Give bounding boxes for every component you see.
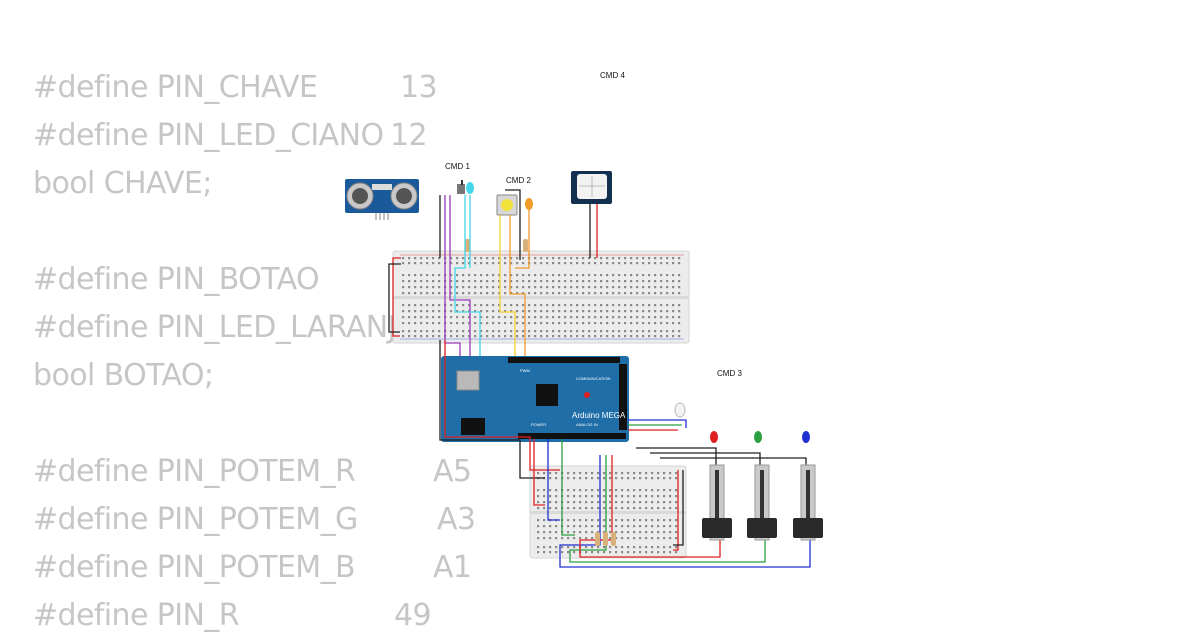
code-line: #define PIN_CHAVE 13 — [33, 68, 438, 108]
code-line: #define PIN_R 49 — [33, 596, 432, 636]
code-text: #define PIN_BOTAO — [33, 262, 320, 297]
code-text: #define PIN_R — [33, 598, 240, 633]
code-text: bool BOTAO; — [33, 358, 214, 393]
code-text: #define PIN_POTEM_G — [33, 502, 358, 537]
code-line: #define PIN_LED_LARANJA — [33, 308, 416, 348]
code-text: #define PIN_POTEM_B — [33, 550, 356, 585]
code-value: A5 — [433, 454, 472, 489]
pir-sensor — [571, 171, 612, 204]
code-value: A3 — [437, 502, 476, 537]
potentiometer-r — [702, 464, 732, 541]
led-green — [754, 431, 762, 443]
rgb-led — [674, 402, 686, 418]
code-text: #define PIN_POTEM_R — [33, 454, 356, 489]
led-cyan — [466, 182, 474, 194]
cmd2-label: CMD 2 — [506, 176, 531, 185]
resistor-orange — [523, 239, 528, 252]
ultrasonic-sensor — [345, 179, 419, 220]
code-line: bool CHAVE; — [33, 164, 212, 204]
header-side — [619, 364, 627, 430]
power-label: POWER — [531, 422, 546, 427]
slide-switch — [457, 180, 465, 194]
cmd4-label: CMD 4 — [600, 71, 625, 80]
wires-bottom — [533, 419, 811, 568]
resistor-array — [595, 532, 616, 546]
potentiometer-b — [793, 464, 823, 541]
code-line: #define PIN_POTEM_B A1 — [33, 548, 472, 588]
cmd1-label: CMD 1 — [445, 162, 470, 171]
arduino-mega-board: Arduino MEGA PWM COMMUNICATION POWER ANA… — [441, 356, 629, 442]
wires-top — [388, 189, 598, 479]
code-line: #define PIN_BOTAO — [33, 260, 320, 300]
led-red — [710, 431, 718, 443]
code-text: #define PIN_LED_LARANJA — [33, 310, 416, 345]
code-text: #define PIN_CHAVE — [33, 70, 318, 105]
code-text: #define PIN_LED_CIANO — [33, 118, 384, 153]
analog-in-label: ANALOG IN — [576, 422, 598, 427]
header-top — [508, 357, 620, 363]
mcu-chip — [536, 384, 558, 406]
led-blue — [802, 431, 810, 443]
pushbutton — [496, 194, 518, 216]
code-line: #define PIN_POTEM_G A3 — [33, 500, 476, 540]
code-value: 12 — [390, 118, 428, 153]
breadboard-bottom — [529, 465, 687, 559]
code-line: #define PIN_POTEM_R A5 — [33, 452, 472, 492]
resistor-cyan — [465, 239, 470, 252]
communication-label: COMMUNICATION — [576, 376, 610, 381]
code-line: bool BOTAO; — [33, 356, 214, 396]
code-value: 49 — [394, 598, 432, 633]
power-jack — [461, 418, 485, 435]
cmd3-label: CMD 3 — [717, 369, 742, 378]
usb-port — [456, 370, 480, 391]
pwm-label: PWM — [520, 368, 530, 373]
board-name: Arduino MEGA — [572, 411, 626, 420]
led-orange — [525, 198, 533, 210]
code-value: A1 — [433, 550, 472, 585]
potentiometer-g — [747, 464, 777, 541]
code-text: bool CHAVE; — [33, 166, 212, 201]
header-bottom — [518, 433, 626, 439]
code-value: 13 — [400, 70, 438, 105]
breadboard-top — [392, 250, 690, 344]
